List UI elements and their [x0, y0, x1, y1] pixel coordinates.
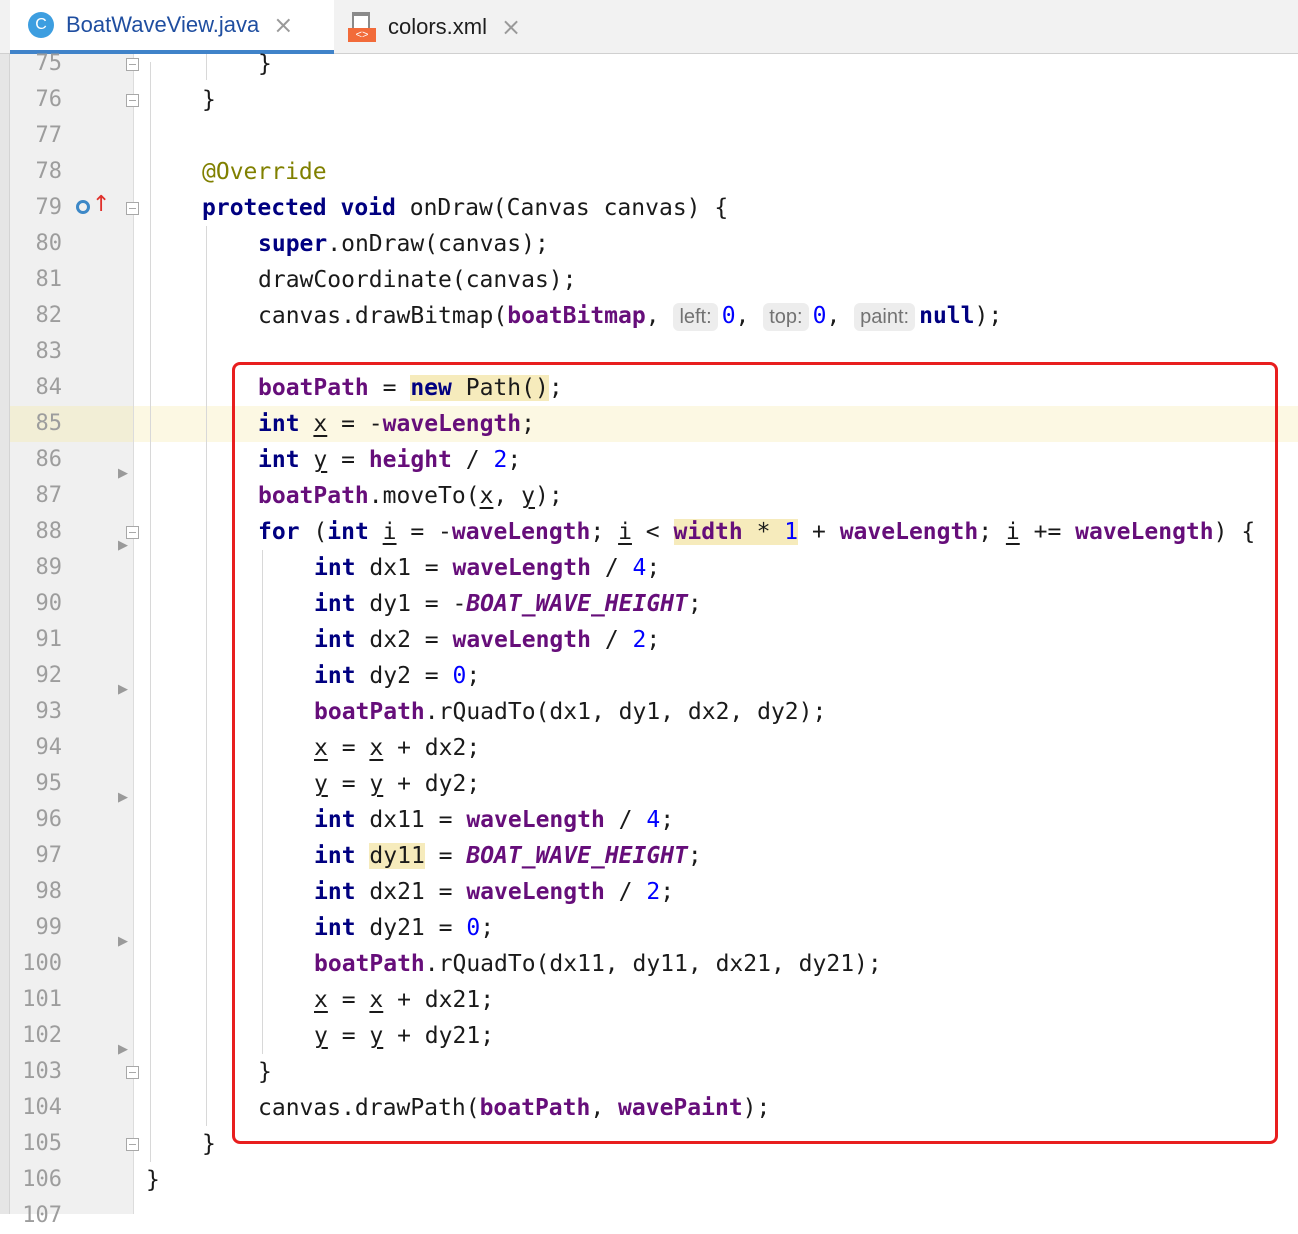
code-line-99: int dy21 = 0; [314, 915, 495, 941]
code-line-93: boatPath.rQuadTo(dx1, dy1, dx2, dy2); [314, 699, 827, 725]
fold-arrow-icon[interactable]: ▶ [118, 790, 128, 805]
line-number: 95 [35, 771, 63, 796]
line-number: 100 [22, 951, 62, 976]
code-line-81: drawCoordinate(canvas); [258, 267, 577, 293]
fold-marker[interactable] [126, 526, 139, 539]
gutter-separator [133, 54, 134, 1214]
code-line-80: super.onDraw(canvas); [258, 231, 549, 257]
code-line-90: int dy1 = -BOAT_WAVE_HEIGHT; [314, 591, 702, 617]
line-number: 105 [22, 1131, 62, 1156]
indent-guide [150, 62, 151, 1162]
fold-marker[interactable] [126, 1066, 139, 1079]
highlight-annotation-box [232, 362, 1278, 1144]
line-number: 76 [35, 87, 63, 112]
line-number: 107 [22, 1203, 62, 1228]
code-line-85: int x = -waveLength; [258, 411, 535, 437]
fold-arrow-icon[interactable]: ▶ [118, 466, 128, 481]
line-number-gutter [10, 54, 134, 1214]
code-line-106: } [146, 1167, 160, 1193]
code-line-75: } [258, 51, 272, 77]
fold-marker[interactable] [126, 58, 139, 71]
tab-label: colors.xml [388, 14, 488, 39]
code-line-103: } [258, 1059, 272, 1085]
code-line-98: int dx21 = waveLength / 2; [314, 879, 675, 905]
line-number: 103 [22, 1059, 62, 1084]
code-line-102: y = y + dy21; [314, 1023, 495, 1049]
tab-boatwaveview-java[interactable]: C BoatWaveView.java × [10, 0, 334, 54]
fold-arrow-icon[interactable]: ▶ [118, 934, 128, 949]
tab-label: BoatWaveView.java [66, 12, 260, 37]
fold-marker[interactable] [126, 1138, 139, 1151]
override-method-icon[interactable]: ↑ [76, 192, 112, 220]
line-number: 106 [22, 1167, 62, 1192]
line-number: 83 [35, 339, 63, 364]
code-line-104: canvas.drawPath(boatPath, wavePaint); [258, 1095, 771, 1121]
code-line-101: x = x + dx21; [314, 987, 495, 1013]
line-number: 81 [35, 267, 63, 292]
line-number: 86 [35, 447, 63, 472]
line-number: 97 [35, 843, 63, 868]
line-number: 75 [35, 51, 63, 76]
code-line-100: boatPath.rQuadTo(dx11, dy11, dx21, dy21)… [314, 951, 882, 977]
code-line-89: int dx1 = waveLength / 4; [314, 555, 661, 581]
line-number: 102 [22, 1023, 62, 1048]
code-line-96: int dx11 = waveLength / 4; [314, 807, 675, 833]
code-line-97: int dy11 = BOAT_WAVE_HEIGHT; [314, 843, 702, 869]
fold-arrow-icon[interactable]: ▶ [118, 682, 128, 697]
indent-guide [206, 54, 207, 80]
line-number: 93 [35, 699, 63, 724]
current-line-highlight [10, 406, 1298, 442]
line-number: 77 [35, 123, 63, 148]
line-number: 101 [22, 987, 62, 1012]
fold-marker[interactable] [126, 202, 139, 215]
code-line-105: } [202, 1131, 216, 1157]
line-number: 90 [35, 591, 63, 616]
line-number: 92 [35, 663, 63, 688]
param-hint-paint: paint: [854, 303, 916, 331]
line-number: 94 [35, 735, 63, 760]
line-number: 78 [35, 159, 63, 184]
java-class-icon: C [28, 12, 54, 38]
indent-guide [206, 226, 207, 1126]
code-line-95: y = y + dy2; [314, 771, 481, 797]
line-number: 96 [35, 807, 63, 832]
code-line-86: int y = height / 2; [258, 447, 522, 473]
editor-left-edge [0, 0, 10, 1214]
code-line-76: } [202, 87, 216, 113]
code-line-87: boatPath.moveTo(x, y); [258, 483, 563, 509]
line-number: 99 [35, 915, 63, 940]
code-line-92: int dy2 = 0; [314, 663, 481, 689]
line-number: 79 [35, 195, 63, 220]
code-line-79: protected void onDraw(Canvas canvas) { [202, 195, 729, 221]
code-line-88: for (int i = -waveLength; i < width * 1 … [258, 519, 1256, 545]
param-hint-top: top: [763, 303, 809, 331]
code-line-91: int dx2 = waveLength / 2; [314, 627, 661, 653]
line-number: 82 [35, 303, 63, 328]
tab-colors-xml[interactable]: <> colors.xml × [336, 0, 546, 54]
line-number: 80 [35, 231, 63, 256]
xml-file-icon: <> [348, 12, 376, 42]
code-line-94: x = x + dx2; [314, 735, 481, 761]
line-number: 104 [22, 1095, 62, 1120]
line-number: 98 [35, 879, 63, 904]
line-number: 88 [35, 519, 63, 544]
fold-arrow-icon[interactable]: ▶ [118, 1042, 128, 1057]
line-number: 89 [35, 555, 63, 580]
param-hint-left: left: [673, 303, 718, 331]
close-icon[interactable]: × [501, 13, 522, 41]
fold-arrow-icon[interactable]: ▶ [118, 538, 128, 553]
close-icon[interactable]: × [273, 11, 294, 39]
fold-marker[interactable] [126, 94, 139, 107]
code-line-78: @Override [202, 159, 327, 185]
line-number: 87 [35, 483, 63, 508]
code-line-82: canvas.drawBitmap(boatBitmap, left:0, to… [258, 303, 1003, 331]
code-line-84: boatPath = new Path(); [258, 375, 563, 401]
editor-tab-bar: C BoatWaveView.java × <> colors.xml × [0, 0, 1298, 54]
line-number: 84 [35, 375, 63, 400]
indent-guide [262, 550, 263, 1054]
line-number: 85 [35, 411, 63, 436]
line-number: 91 [35, 627, 63, 652]
